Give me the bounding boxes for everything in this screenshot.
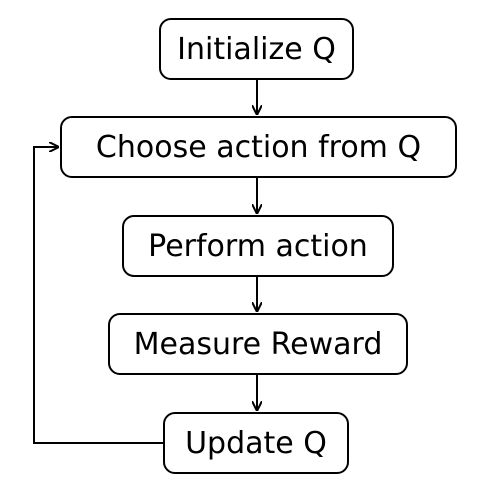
node-initialize-q: Initialize Q [159,18,354,80]
node-perform-action: Perform action [122,215,394,277]
node-update-q: Update Q [163,412,349,474]
node-choose-action: Choose action from Q [60,116,457,178]
arrow-update-loop-back [33,147,163,444]
node-measure-reward: Measure Reward [108,313,408,375]
